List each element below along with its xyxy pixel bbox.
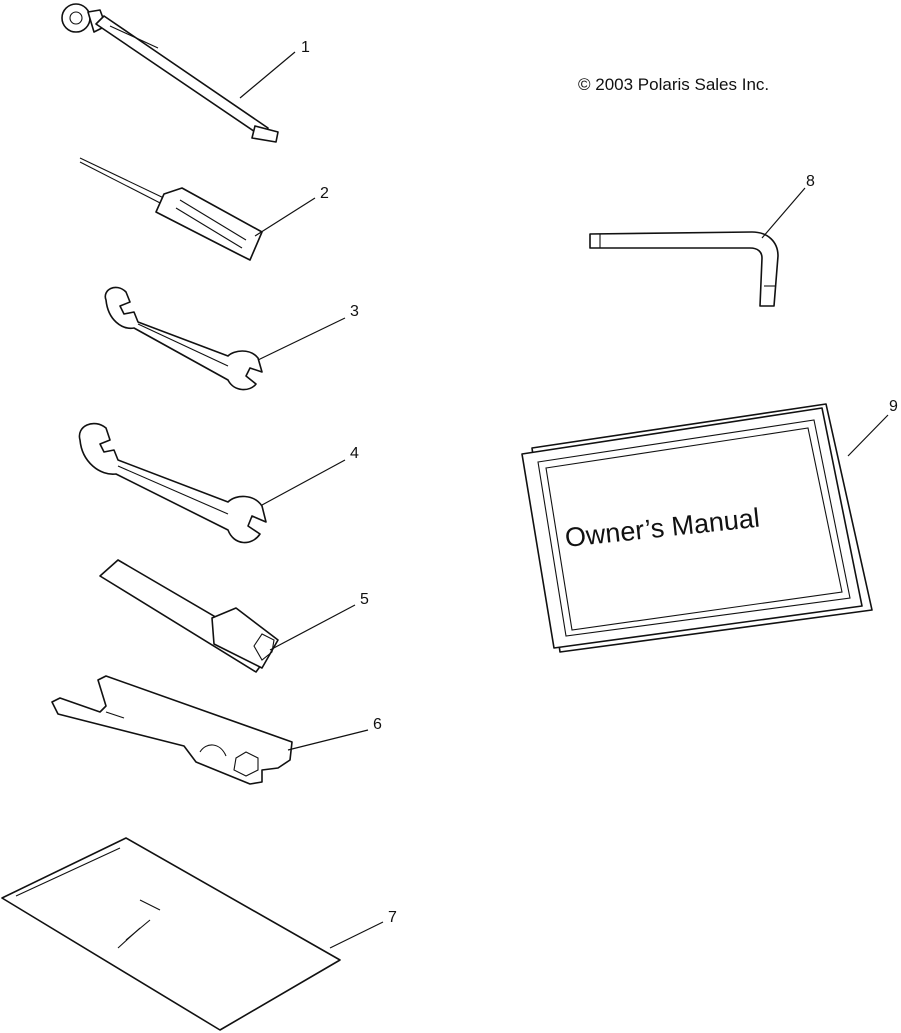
part-2-screwdriver bbox=[79, 157, 263, 261]
leader-line-1 bbox=[239, 51, 296, 99]
leader-line-3 bbox=[257, 317, 346, 361]
part-4-large-wrench bbox=[78, 422, 267, 544]
callout-3: 3 bbox=[350, 303, 359, 320]
leader-line-9 bbox=[847, 414, 889, 457]
leader-line-4 bbox=[261, 459, 346, 506]
part-5-plug-socket bbox=[99, 559, 279, 673]
part-6-hex-tool bbox=[51, 675, 293, 785]
copyright-notice: © 2003 Polaris Sales Inc. bbox=[578, 75, 770, 94]
callout-4: 4 bbox=[350, 445, 359, 462]
leader-line-7 bbox=[329, 921, 384, 949]
leader-line-2 bbox=[254, 197, 316, 237]
part-1-pressure-gauge bbox=[61, 3, 279, 143]
leader-line-8 bbox=[761, 187, 806, 239]
leader-line-6 bbox=[287, 729, 369, 751]
callout-2: 2 bbox=[320, 185, 329, 202]
callout-1: 1 bbox=[301, 39, 310, 56]
callout-8: 8 bbox=[806, 173, 815, 190]
callout-5: 5 bbox=[360, 591, 369, 608]
part-7-tool-bag bbox=[1, 837, 341, 1031]
part-9-owners-manual: Owner’s Manual bbox=[521, 403, 873, 653]
part-8-hex-key bbox=[589, 231, 779, 307]
callout-6: 6 bbox=[373, 716, 382, 733]
callout-9: 9 bbox=[889, 398, 898, 415]
part-3-small-wrench bbox=[104, 286, 263, 391]
leader-line-5 bbox=[269, 604, 356, 651]
callout-7: 7 bbox=[388, 909, 397, 926]
